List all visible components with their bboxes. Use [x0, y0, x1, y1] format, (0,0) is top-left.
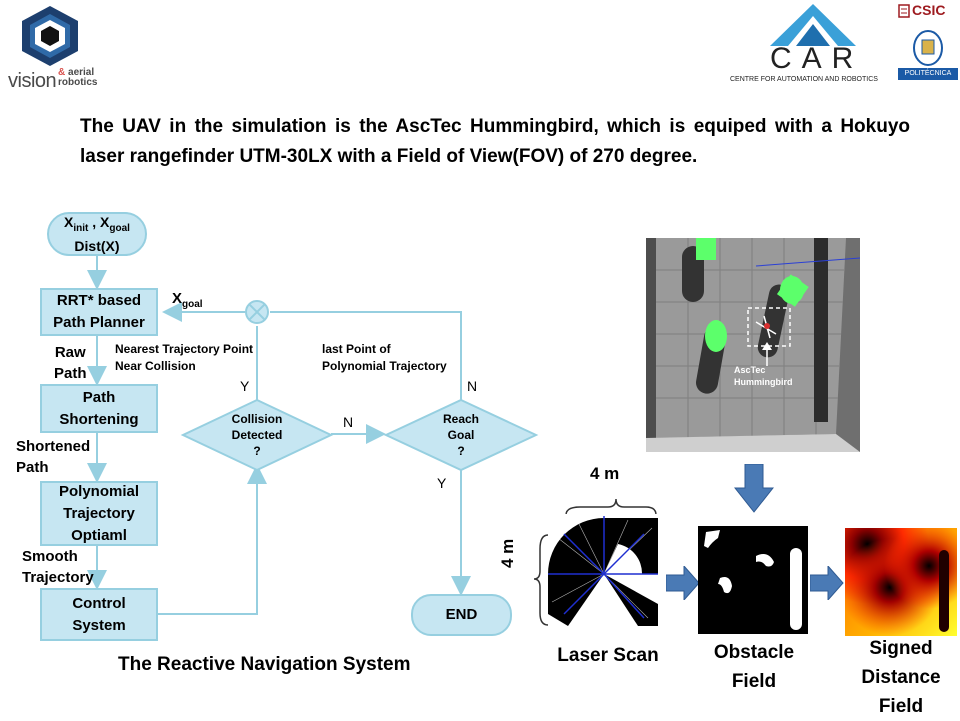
signed-distance-field-image [845, 528, 957, 636]
right-arrow-icon [810, 566, 844, 600]
uav-label: AscTec Hummingbird [734, 365, 793, 387]
car-subtitle: CENTRE FOR AUTOMATION AND ROBOTICS [730, 76, 878, 83]
collision-diamond-shape [180, 398, 334, 472]
reach-no-label: N [467, 378, 478, 394]
reach-goal-label: Reach Goal ? [442, 412, 480, 458]
car-logo: CAR CENTRE FOR AUTOMATION AND ROBOTICS [730, 2, 895, 90]
collision-no-label: N [343, 414, 354, 430]
end-node: END [411, 594, 512, 636]
csic-text: CSIC [912, 2, 946, 18]
scan-height-label: 4 m [498, 538, 517, 568]
nearest-point-label: Nearest Trajectory Point Near Collision [115, 342, 254, 373]
csic-crest-icon [898, 4, 910, 18]
csic-logo: CSIC [898, 2, 960, 22]
start-node: Xinit , Xgoal Dist(X) [47, 212, 147, 256]
polynomial-trajectory-node: Polynomial Trajectory Optiaml [40, 481, 158, 546]
reach-yes-label: Y [437, 475, 447, 491]
hexagon-logo-icon [22, 6, 78, 66]
laser-scan-image [548, 514, 660, 628]
down-arrow-icon [734, 464, 774, 513]
car-triangle-icon [770, 4, 856, 46]
collision-detected-label: Collision Detected ? [231, 412, 283, 458]
right-arrow-icon [666, 566, 700, 600]
upm-text: POLITÉCNICA [898, 68, 958, 80]
obstacle-field-caption: Obstacle Field [713, 642, 795, 692]
last-point-label: last Point of Polynomial Trajectory [322, 342, 447, 373]
simulation-view: AscTec Hummingbird [646, 238, 861, 452]
reach-diamond-shape [383, 398, 539, 472]
laser-scan-caption: Laser Scan [557, 645, 659, 666]
junction-circle [245, 300, 269, 324]
control-system-node: Control System [40, 588, 158, 641]
obstacle-field-image [698, 526, 808, 634]
car-name: CAR [770, 42, 864, 75]
brand-word: vision [8, 70, 57, 92]
scan-width-label: 4 m [590, 464, 620, 483]
brand-subtitle: & aerial robotics [58, 67, 98, 88]
simulation-render [646, 238, 861, 452]
sdf-caption: Signed Distance Field [861, 638, 941, 717]
smooth-trajectory-label: Smooth Trajectory [22, 548, 94, 586]
upm-logo: POLITÉCNICA [898, 30, 958, 82]
vision-aerial-robotics-logo: vision & aerial robotics [8, 4, 108, 92]
xgoal-label: Xgoal [172, 290, 203, 310]
laser-scan-dimensions [534, 498, 657, 626]
flowchart-caption: The Reactive Navigation System [118, 654, 411, 675]
path-shortening-node: Path Shortening [40, 384, 158, 433]
raw-path-label: Raw Path [54, 344, 87, 382]
description-text: The UAV in the simulation is the AscTec … [80, 116, 910, 167]
shortened-path-label: Shortened Path [16, 438, 91, 476]
upm-crest-icon [913, 30, 943, 66]
collision-yes-label: Y [240, 378, 250, 394]
path-planner-node: RRT* based Path Planner [40, 288, 158, 336]
